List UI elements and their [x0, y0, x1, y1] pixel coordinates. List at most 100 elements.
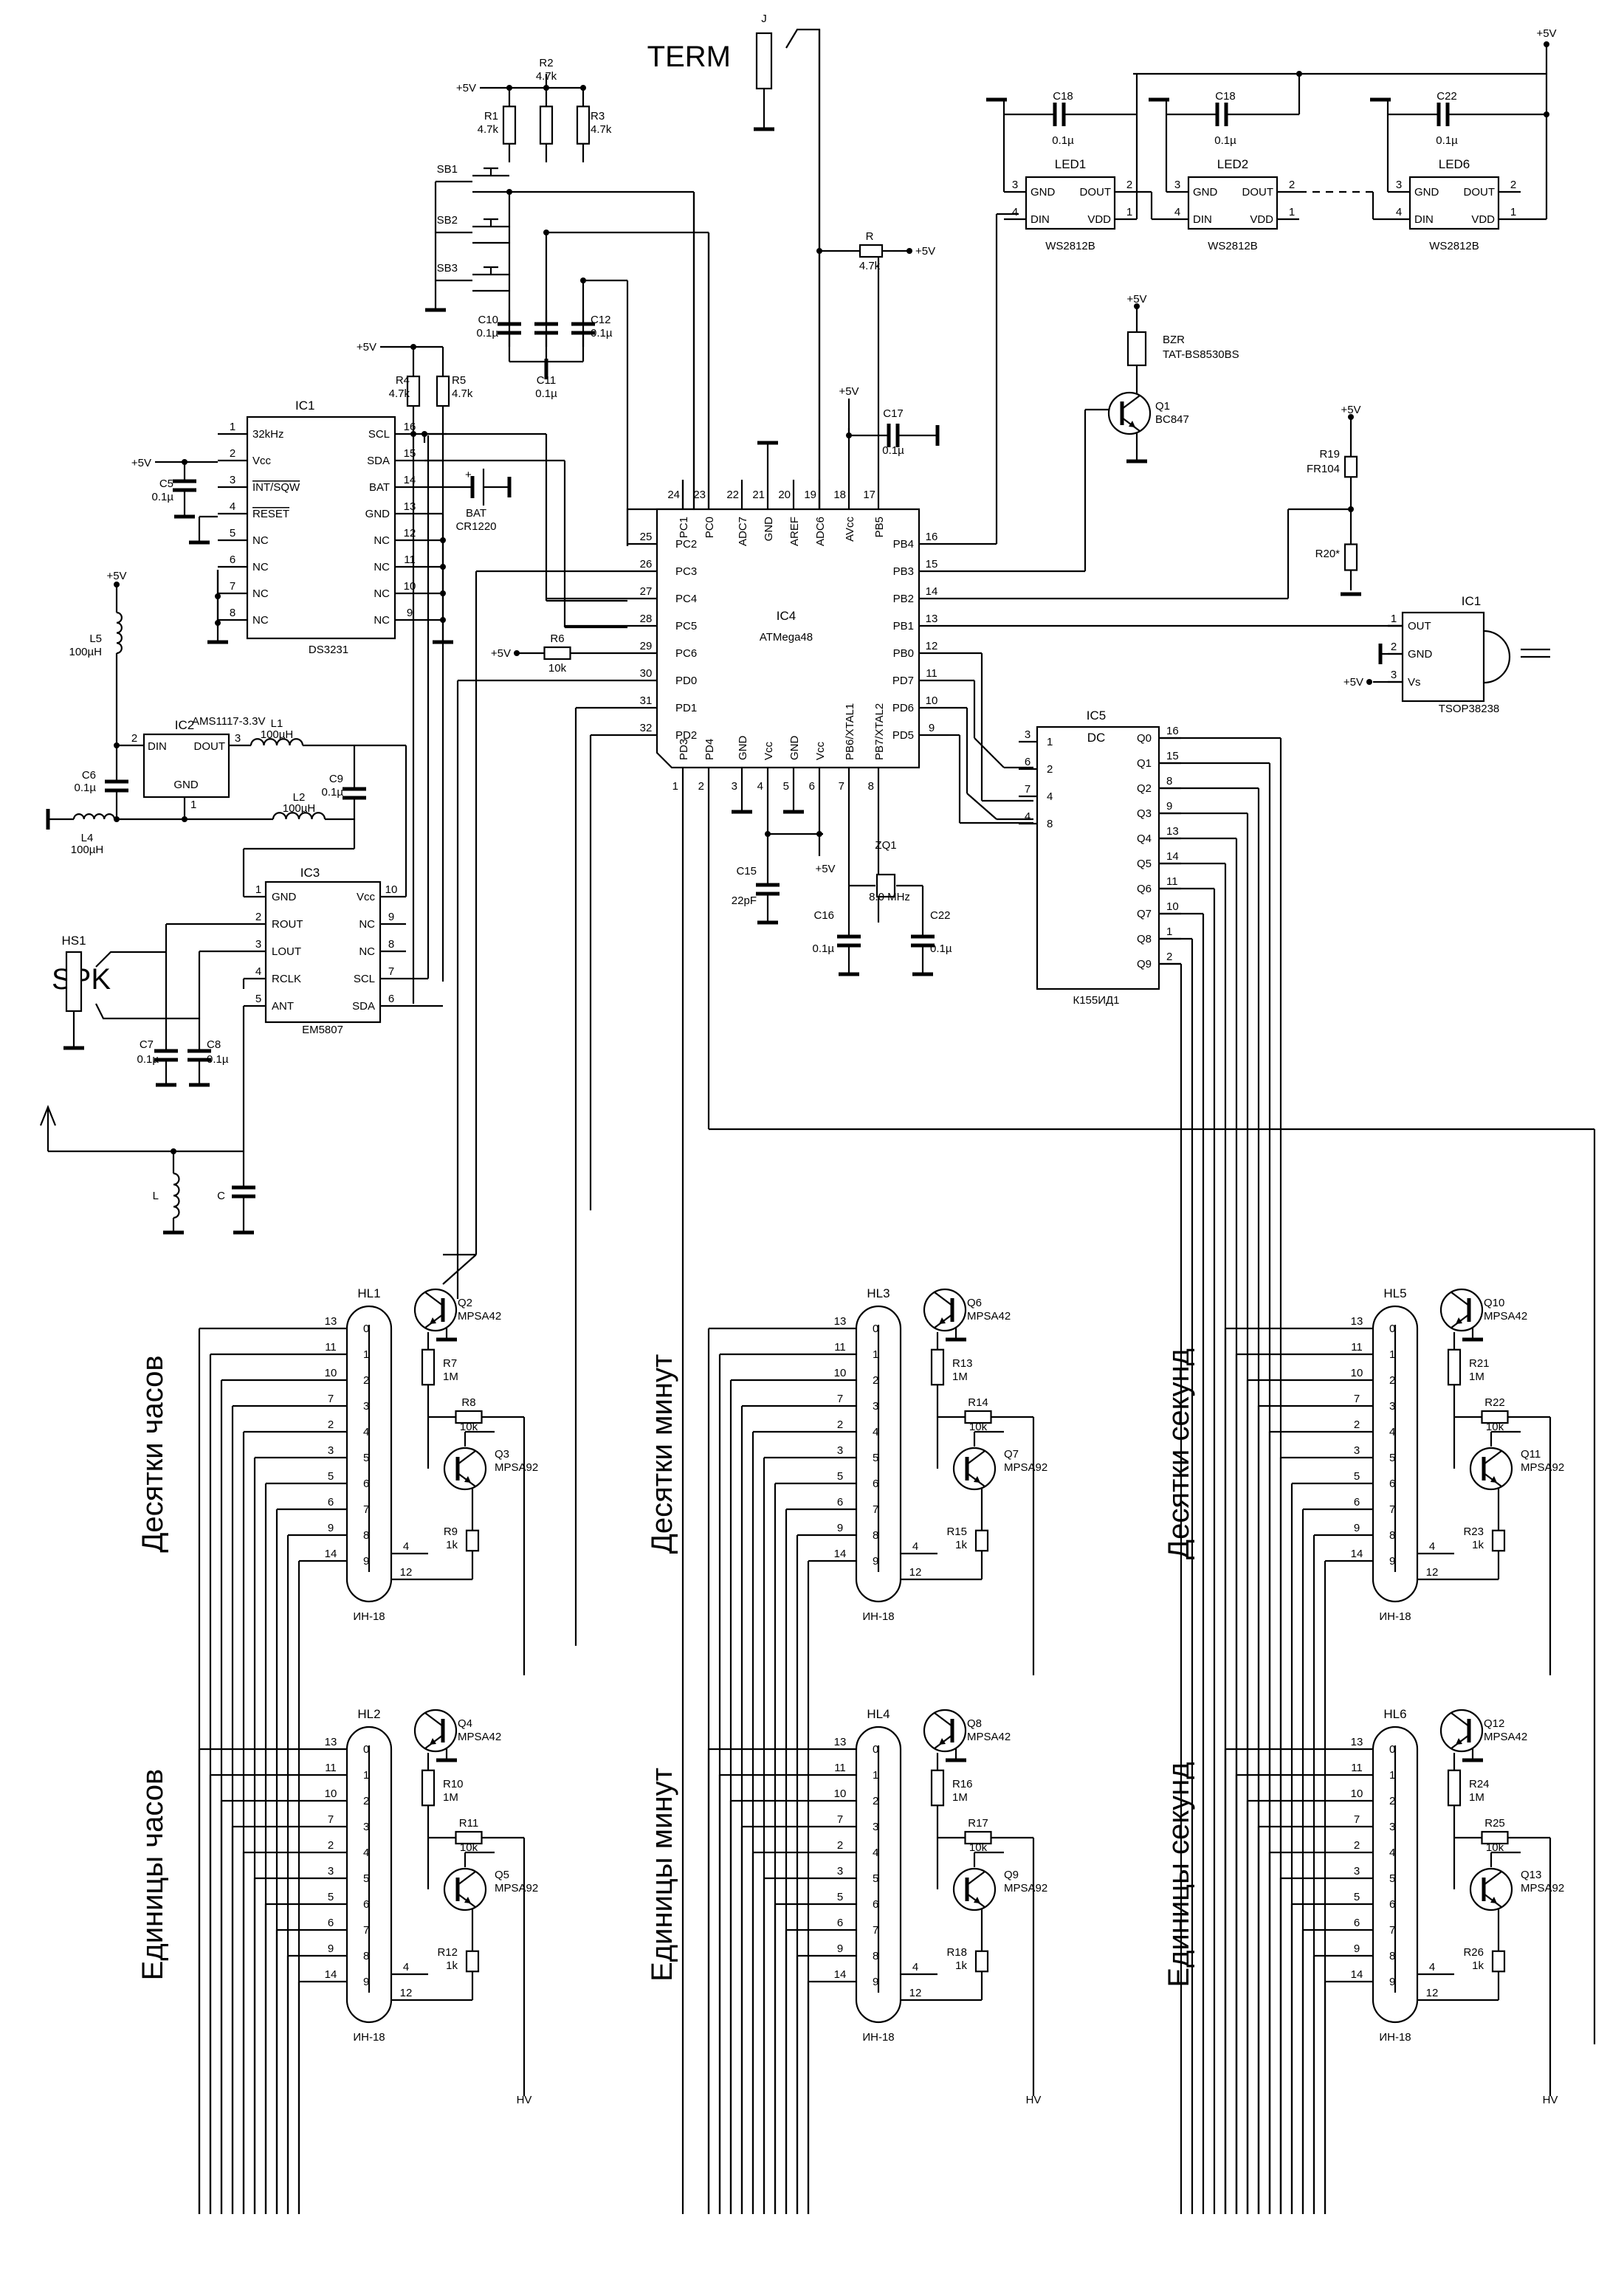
c14-val: 0.1µ	[813, 942, 835, 955]
led-pin2: 2	[1126, 179, 1132, 191]
ic5-pin-name: Q6	[1137, 883, 1152, 895]
qb-ref: Q3	[495, 1448, 509, 1461]
qb-ref: Q7	[1004, 1448, 1019, 1461]
ic4-pin-num: 1	[672, 780, 678, 793]
ic3-part: EM5807	[302, 1024, 343, 1036]
c9-val: 0.1µ	[322, 786, 344, 799]
tube-digit: 3	[363, 1821, 369, 1833]
transistor-mpsa92	[952, 1867, 997, 1911]
led-pin1: 1	[1510, 206, 1516, 218]
ic1-pin-name: NC	[374, 614, 390, 627]
anode-pin: 12	[400, 1566, 413, 1579]
ic1-pin-name: 32kHz	[252, 428, 284, 441]
wire	[1451, 1712, 1470, 1727]
ic4-ref: IC4	[777, 609, 796, 623]
vcc-node	[514, 650, 520, 656]
tube-digit: 7	[1389, 1503, 1395, 1516]
wire	[974, 737, 1005, 768]
vcc-label: +5V	[839, 385, 859, 398]
junction-dot	[422, 431, 427, 437]
ic1-pin-num: 15	[404, 447, 416, 460]
ic5-pin-name: Q7	[1137, 908, 1152, 920]
wire	[1483, 1450, 1502, 1465]
vcc-node	[906, 248, 912, 254]
junction-dot	[543, 230, 549, 235]
r19-val: FR104	[1307, 463, 1340, 475]
ic2-gnd: GND	[173, 779, 199, 791]
c6-ref: C6	[82, 769, 96, 782]
ic5-pin-name: Q8	[1137, 933, 1152, 945]
tube-pin-num: 7	[1354, 1393, 1360, 1405]
ic3-pin-num: 1	[255, 883, 261, 896]
l1-val: 100µH	[261, 728, 294, 741]
ic3-pin-name: RCLK	[272, 973, 301, 985]
npn-arrow	[430, 1317, 436, 1324]
transistor-mpsa92	[952, 1447, 997, 1491]
pnp-arrow	[974, 1476, 980, 1483]
pnp-arrow	[1490, 1476, 1497, 1483]
ra-val: 1M	[952, 1371, 968, 1383]
zq1-ref: ZQ1	[875, 839, 896, 852]
junction-dot	[182, 816, 187, 822]
ic1-pin-num: 11	[404, 554, 416, 566]
wire	[966, 1871, 985, 1886]
rc-val: 1k	[446, 1539, 458, 1551]
tube-pin-num: 2	[1354, 1839, 1360, 1852]
c8-val: 0.1µ	[207, 1053, 229, 1066]
ic4-pin-name: AVcc	[844, 517, 856, 542]
ic5-pin-name: 2	[1047, 763, 1053, 776]
tube-digit: 9	[363, 1555, 369, 1568]
ic3-pin-num: 8	[388, 938, 394, 951]
tube-pin-num: 5	[1354, 1891, 1360, 1903]
vcc-label: +5V	[357, 341, 376, 354]
hv-label: HV	[1026, 2094, 1042, 2106]
ic3-pin-name: Vcc	[357, 891, 376, 903]
qa-ref: Q8	[967, 1717, 982, 1730]
ic2-pin3: 3	[235, 732, 241, 745]
ic1-pin-num: 2	[230, 447, 235, 460]
ic5-pin-num: 1	[1166, 925, 1172, 938]
tube-pin-num: 6	[1354, 1496, 1360, 1509]
ir-receiver-tsop38238	[1401, 611, 1485, 703]
r20-ref: R20*	[1315, 548, 1341, 560]
tube-digit: 1	[873, 1348, 878, 1361]
ic4-pin-num: 4	[757, 780, 763, 793]
anode-pin: 4	[912, 1961, 918, 1973]
ir-pin-name: GND	[1408, 648, 1433, 661]
ic4-pin-num: 25	[640, 531, 653, 543]
junction-dot	[114, 582, 120, 587]
ic5-pin-num: 6	[1025, 756, 1031, 768]
vcc-label: +5V	[1341, 404, 1360, 416]
junction-dot	[816, 831, 822, 837]
rc-ref: R18	[946, 1946, 967, 1959]
ic3-pin-num: 9	[388, 911, 394, 923]
tube-pin-num: 11	[325, 1762, 337, 1774]
tube-pin-num: 9	[837, 1522, 843, 1534]
led-din: DIN	[1414, 213, 1434, 226]
battery-part: CR1220	[455, 520, 496, 533]
ic4-pin-name: PC2	[675, 538, 697, 551]
r2-ref: R2	[539, 57, 553, 69]
hv-label: HV	[1543, 2094, 1558, 2106]
tube-digit: 7	[873, 1503, 878, 1516]
switch-1-label: SB1	[437, 163, 458, 176]
ic4-pin-name: ADC6	[814, 517, 827, 546]
resistor-4c	[974, 1950, 989, 1973]
pnp-arrow	[464, 1476, 471, 1483]
tube-digit: 2	[1389, 1795, 1395, 1807]
resistor-r2	[539, 106, 554, 145]
ic3-pin-name: NC	[359, 918, 375, 931]
tube-digit: 0	[363, 1323, 369, 1335]
rb-ref: R22	[1484, 1396, 1505, 1409]
ic4-pin-num: 3	[732, 780, 737, 793]
qa-ref: Q2	[458, 1297, 472, 1309]
tube-pin-num: 11	[325, 1341, 337, 1354]
j-label: J	[761, 13, 767, 25]
resistor-4a	[930, 1769, 945, 1807]
tube-digit: 9	[1389, 1555, 1395, 1568]
tube-pin-num: 9	[1354, 1942, 1360, 1955]
c18-val: 0.1µ	[1214, 134, 1236, 147]
tube-digit: 6	[363, 1898, 369, 1911]
led-gnd: GND	[1031, 186, 1056, 199]
ic4-pin-name: PB3	[893, 565, 914, 578]
